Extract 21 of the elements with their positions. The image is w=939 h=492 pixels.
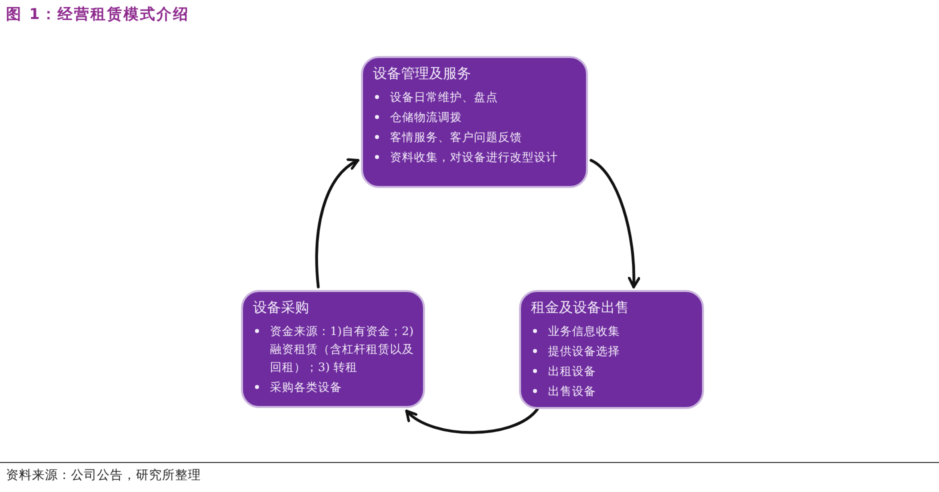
box-heading: 租金及设备出售 <box>531 299 630 318</box>
source-note: 资料来源：公司公告，研究所整理 <box>6 466 201 484</box>
list-item-text: 资金来源：1)自有资金；2) 融资租赁（含杠杆租赁以及回租）；3) 转租 <box>270 323 415 376</box>
process-box <box>519 290 704 409</box>
list-item-text: 出租设备 <box>548 363 596 380</box>
list-item-text: 设备日常维护、盘点 <box>390 89 498 106</box>
curved-arrow <box>315 158 360 288</box>
list-item-text: 采购各类设备 <box>270 379 342 396</box>
list-item-text: 出售设备 <box>548 383 596 400</box>
process-box <box>241 290 425 408</box>
box-heading: 设备采购 <box>253 299 310 318</box>
process-box <box>361 56 588 188</box>
curved-arrow <box>590 158 640 288</box>
list-item-text: 资料收集，对设备进行改型设计 <box>390 149 558 166</box>
list-item-text: 客情服务、客户问题反馈 <box>390 129 522 146</box>
curved-arrow <box>405 408 539 434</box>
list-item-text: 仓储物流调拨 <box>390 109 462 126</box>
list-item-text: 提供设备选择 <box>548 343 620 360</box>
list-item-text: 业务信息收集 <box>548 323 620 340</box>
figure-title: 图 1：经营租赁模式介绍 <box>6 4 190 24</box>
box-heading: 设备管理及服务 <box>373 65 472 84</box>
